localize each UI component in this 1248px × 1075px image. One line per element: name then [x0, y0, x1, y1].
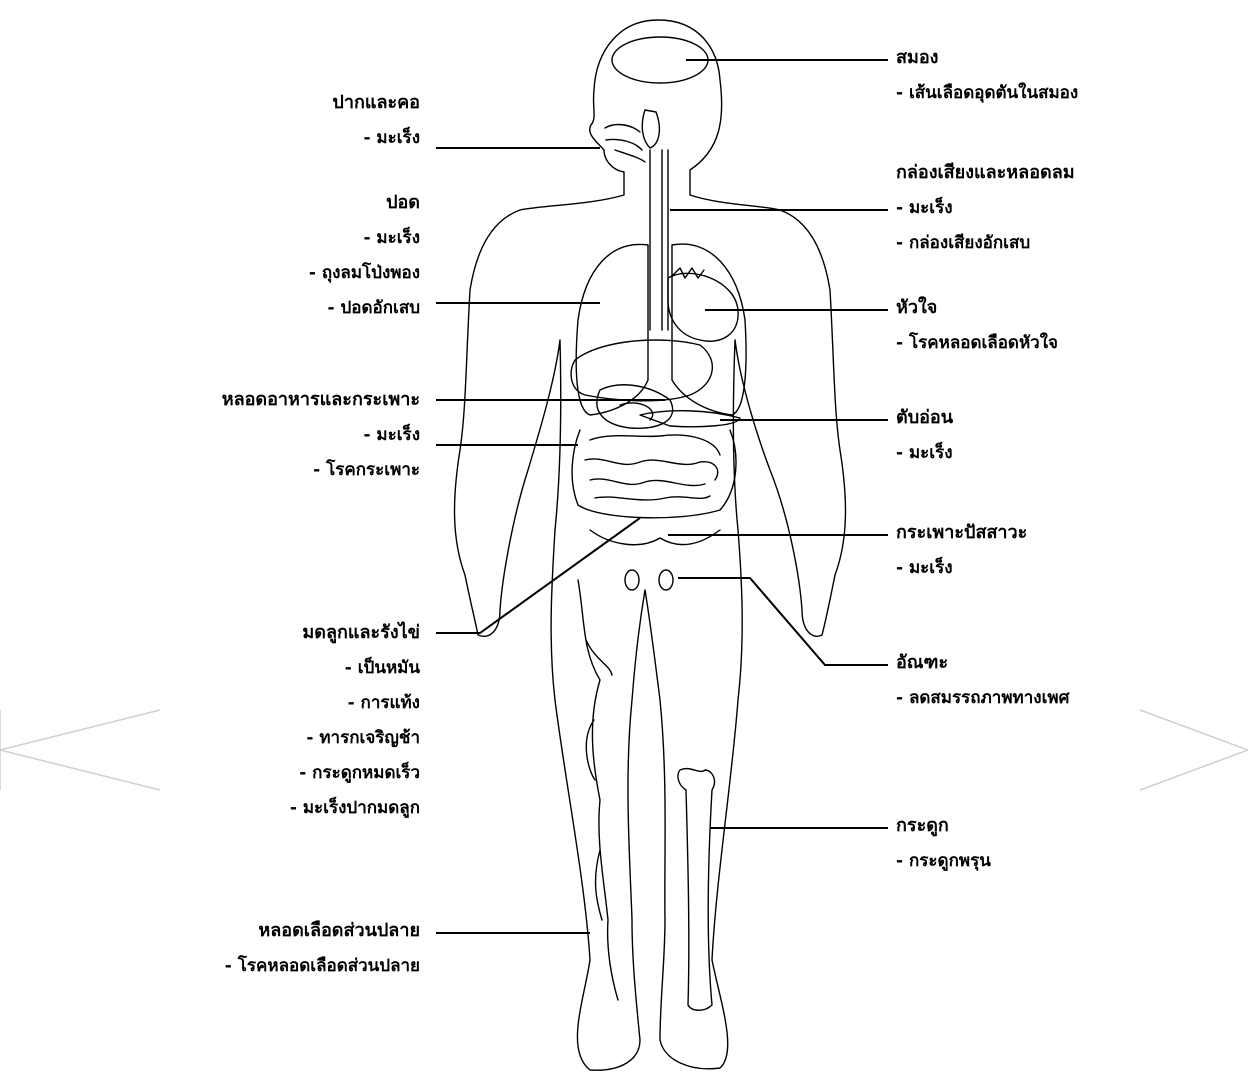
label-uterus-item: - การแท้ง [290, 693, 420, 713]
label-pancreas-item: - มะเร็ง [896, 443, 953, 463]
label-larynx-item: - มะเร็ง [896, 198, 1075, 218]
left-lung-outline [576, 244, 648, 415]
label-lung-item: - ปอดอักเสบ [309, 298, 420, 318]
label-testis-item: - ลดสมรรถภาพทางเพศ [896, 688, 1069, 708]
label-bone-title: กระดูก [896, 816, 991, 836]
label-testis: อัณฑะ - ลดสมรรถภาพทางเพศ [896, 653, 1069, 708]
label-uterus-item: - เป็นหมัน [290, 658, 420, 678]
label-heart-item: - โรคหลอดเลือดหัวใจ [896, 333, 1058, 353]
label-mouth-item: - มะเร็ง [332, 128, 420, 148]
tibia-bone [678, 769, 714, 1011]
label-bladder-item: - มะเร็ง [896, 558, 1027, 578]
right-testis-outline [659, 570, 673, 590]
label-lung-item: - มะเร็ง [309, 228, 420, 248]
pancreas-outline [640, 411, 740, 427]
leader-testis [678, 578, 888, 665]
leg-veins [578, 580, 618, 1000]
right-lung-outline [672, 244, 746, 415]
label-pancreas: ตับอ่อน - มะเร็ง [896, 408, 953, 463]
intestines-outline [572, 430, 736, 518]
label-brain: สมอง - เส้นเลือดอุดตันในสมอง [896, 48, 1078, 103]
label-lung-item: - ถุงลมโป่งพอง [309, 263, 420, 283]
label-uterus-item: - ทารกเจริญช้า [290, 728, 420, 748]
label-stomach: หลอดอาหารและกระเพาะ - มะเร็ง - โรคกระเพา… [222, 390, 420, 480]
label-larynx-item: - กล่องเสียงอักเสบ [896, 233, 1075, 253]
label-brain-title: สมอง [896, 48, 1078, 68]
label-vessels-item: - โรคหลอดเลือดส่วนปลาย [225, 956, 420, 976]
left-testis-outline [625, 570, 639, 590]
label-bladder-title: กระเพาะปัสสาวะ [896, 523, 1027, 543]
label-stomach-title: หลอดอาหารและกระเพาะ [222, 390, 420, 410]
right-chevron [1140, 710, 1248, 790]
label-vessels: หลอดเลือดส่วนปลาย - โรคหลอดเลือดส่วนปลาย [225, 921, 420, 976]
leader-uterus [436, 518, 640, 633]
label-bone-item: - กระดูกพรุน [896, 851, 991, 871]
label-uterus: มดลูกและรังไข่ - เป็นหมัน - การแท้ง - ทา… [290, 623, 420, 818]
label-uterus-item: - มะเร็งปากมดลูก [290, 798, 420, 818]
pelvis-outline [590, 530, 720, 545]
label-stomach-item: - โรคกระเพาะ [222, 460, 420, 480]
label-larynx-title: กล่องเสียงและหลอดลม [896, 163, 1075, 183]
heart-outline [668, 273, 738, 341]
label-larynx: กล่องเสียงและหลอดลม - มะเร็ง - กล่องเสีย… [896, 163, 1075, 253]
label-pancreas-title: ตับอ่อน [896, 408, 953, 428]
label-stomach-item: - มะเร็ง [222, 425, 420, 445]
label-mouth-title: ปากและคอ [332, 93, 420, 113]
label-heart: หัวใจ - โรคหลอดเลือดหัวใจ [896, 298, 1058, 353]
label-uterus-item: - กระดูกหมดเร็ว [290, 763, 420, 783]
label-lung-title: ปอด [309, 193, 420, 213]
label-heart-title: หัวใจ [896, 298, 1058, 318]
label-brain-item: - เส้นเลือดอุดตันในสมอง [896, 83, 1078, 103]
label-testis-title: อัณฑะ [896, 653, 1069, 673]
label-lung: ปอด - มะเร็ง - ถุงลมโป่งพอง - ปอดอักเสบ [309, 193, 420, 318]
label-bone: กระดูก - กระดูกพรุน [896, 816, 991, 871]
label-vessels-title: หลอดเลือดส่วนปลาย [225, 921, 420, 941]
label-mouth: ปากและคอ - มะเร็ง [332, 93, 420, 148]
label-bladder: กระเพาะปัสสาวะ - มะเร็ง [896, 523, 1027, 578]
label-uterus-title: มดลูกและรังไข่ [290, 623, 420, 643]
left-chevron [0, 710, 160, 790]
